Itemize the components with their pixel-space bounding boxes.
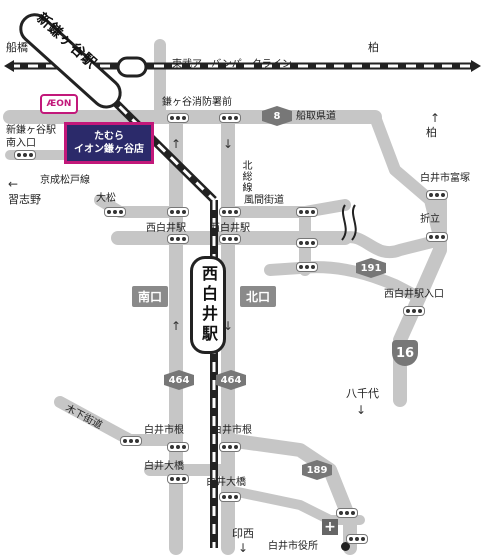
arrow-west xyxy=(4,60,14,72)
label-oritate: 折立 xyxy=(420,214,440,225)
road-fuma-kaido xyxy=(222,199,351,218)
signal-icon xyxy=(296,262,318,272)
label-omatsu: 大松 xyxy=(96,193,116,204)
arrow-up-kashiwa-icon: ↑ xyxy=(430,111,441,125)
signal-icon xyxy=(296,238,318,248)
route-191-marker: 191 xyxy=(356,258,386,278)
route-464-left-marker: 464 xyxy=(164,370,194,390)
signal-icon xyxy=(219,492,241,502)
signal-icon xyxy=(120,436,142,446)
arrow-down-inzai-icon: ↓ xyxy=(238,541,249,555)
arrow-left-narashino-icon: ← xyxy=(8,177,19,191)
store-marker[interactable]: たむら イオン鎌ヶ谷店 xyxy=(64,122,154,164)
arrow-down-yachiyo-icon: ↓ xyxy=(356,403,367,417)
road-curve-right xyxy=(339,231,446,259)
signal-icon xyxy=(426,232,448,242)
label-nishishiroi-w: 西白井駅 xyxy=(146,223,186,234)
hospital-cross-icon: + xyxy=(322,519,338,535)
direction-kashiwa-right: 柏 xyxy=(426,126,437,139)
arrow-down-east-icon: ↓ xyxy=(223,137,234,151)
signal-icon xyxy=(14,150,36,160)
signal-icon xyxy=(167,113,189,123)
label-nishishiroi-e: 西白井駅 xyxy=(210,223,250,234)
north-exit-tag: 北口 xyxy=(240,286,277,307)
signal-icon xyxy=(403,306,425,316)
aeon-logo: ÆON xyxy=(40,94,78,114)
signal-icon xyxy=(167,442,189,452)
label-shiroi-tomizuka: 白井市富塚 xyxy=(420,173,470,184)
route-464-right-marker: 464 xyxy=(216,370,246,390)
signal-icon xyxy=(219,442,241,452)
signal-icon xyxy=(426,190,448,200)
direction-narashino: 習志野 xyxy=(8,193,41,206)
tobu-line-label: 東武アーバンパークライン xyxy=(172,59,292,70)
signal-icon xyxy=(219,113,241,123)
south-exit-tag: 南口 xyxy=(132,286,169,307)
label-shiroi-shine-e: 白井市根 xyxy=(212,425,252,436)
road-ohashi-east xyxy=(223,485,365,525)
road-16 xyxy=(393,193,447,407)
nishishiroi-station-label: 西白井駅 xyxy=(190,256,226,354)
route-189-marker: 189 xyxy=(302,460,332,480)
route-8-marker: 8 xyxy=(262,106,292,126)
signal-icon xyxy=(336,508,358,518)
road-break-mark xyxy=(341,204,357,241)
cityhall-marker-icon xyxy=(341,542,350,551)
store-name-line2: イオン鎌ヶ谷店 xyxy=(74,144,144,155)
route-16-marker: 16 xyxy=(392,340,418,366)
signal-icon xyxy=(167,207,189,217)
label-kamagaya-fire: 鎌ヶ谷消防署前 xyxy=(162,97,232,108)
arrow-down-east-2-icon: ↓ xyxy=(223,319,234,333)
shinkamagaya-station-shape xyxy=(19,13,122,109)
label-shiroi-ohashi-e: 白井大橋 xyxy=(206,477,246,488)
label-fuma-kaido: 風間街道 xyxy=(244,195,284,206)
direction-inzai: 印西 xyxy=(232,527,254,540)
signal-icon xyxy=(219,234,241,244)
label-shiroi-shine-w: 白井市根 xyxy=(144,425,184,436)
direction-funabashi: 船橋 xyxy=(6,41,28,54)
arrow-east xyxy=(471,60,481,72)
signal-icon xyxy=(104,207,126,217)
signal-icon xyxy=(167,234,189,244)
road-funatori-label: 船取県道 xyxy=(296,111,336,122)
label-shiroi-cityhall: 白井市役所 xyxy=(268,541,318,552)
direction-yachiyo: 八千代 xyxy=(346,387,379,400)
signal-icon xyxy=(219,207,241,217)
label-shiroi-ohashi-w: 白井大橋 xyxy=(144,461,184,472)
direction-kashiwa-top: 柏 xyxy=(368,41,379,54)
signal-icon xyxy=(296,207,318,217)
keisei-line-label: 京成松戸線 xyxy=(40,175,90,186)
label-nishishiroi-entrance: 西白井駅入口 xyxy=(384,289,444,300)
tobu-station-shape xyxy=(116,56,148,78)
label-shinkamagaya-south: 新鎌ヶ谷駅南入口 xyxy=(6,125,56,149)
arrow-up-west-2-icon: ↑ xyxy=(171,319,182,333)
signal-icon xyxy=(346,534,368,544)
hokuso-line-label: 北総線 xyxy=(240,160,251,193)
arrow-up-west-icon: ↑ xyxy=(171,137,182,151)
store-name-line1: たむら xyxy=(94,131,124,142)
signal-icon xyxy=(167,474,189,484)
